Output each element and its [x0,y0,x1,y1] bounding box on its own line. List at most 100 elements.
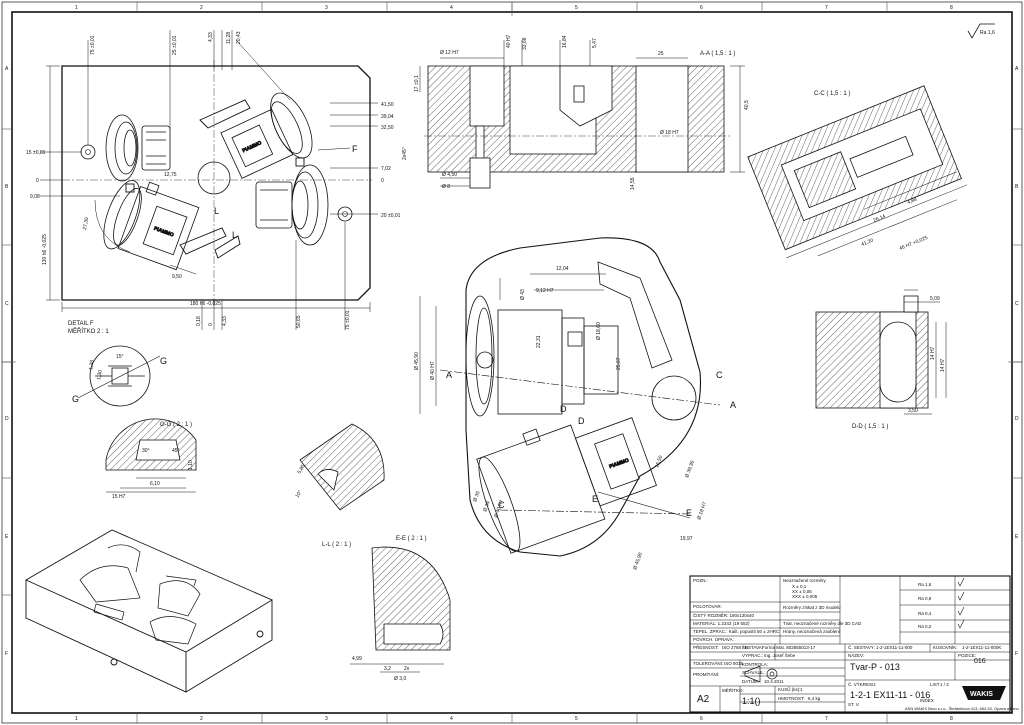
tb-nazev: Tvar-P - 013 [850,662,900,672]
tb-meritko: 1:1() [742,696,761,706]
dim-ee-4-99: 4,99 [352,656,362,662]
zone-top-7: 7 [825,5,828,11]
tb-presnost-label: PŘESNOST: [693,643,719,650]
dim-plan-25: 25 ±0,01 [172,35,178,55]
dim-aa-12: Ø 12 H7 [440,50,459,56]
isometric-view [25,529,273,693]
dim-plan-180: 180 h6 -0,025 [190,301,221,307]
tb-vypracoval-label: VYPRAC.: [742,653,763,658]
tb-kontrola: KONTROLA: [742,662,768,667]
tb-povrch: POVRCH. ÚPRAVA: [693,636,734,642]
tb-c-sestavy-label: Č. SESTAVY: [848,644,875,650]
dim-main-19-97: 19,97 [680,536,693,542]
zone-top-2: 2 [200,5,203,11]
zone-bottom-1: 1 [75,716,78,722]
zone-left-c: C [5,301,9,307]
dim-plan-9-50: 9,50 [172,274,182,280]
dim-main-45-90: Ø 45,90 [414,352,420,370]
tb-tol-c: XXX ± 0,005 [792,594,818,599]
dim-cc-26-14: 26,14 [873,214,887,224]
tb-pozn: POZN.: [693,578,708,583]
dim-gg-15-h7: 15 H7 [112,494,126,500]
tb-kusu: 1 [800,687,803,692]
dim-main-35: Ø 35 [472,490,481,502]
zone-right-e: E [1015,534,1019,540]
dim-gg-30: 30° [142,448,150,454]
tb-neoznacene: Neoznačené rozměry [783,578,827,583]
detail-f: DETAIL F MĚŘÍTKO 2 : 1 1,38 1,30 15° G G [68,321,167,407]
dim-main-34: Ø 34 [482,500,491,512]
ee-title: E-E ( 2 : 1 ) [396,536,427,542]
title-block: POZN.: POLOTOVAR: ČISTÝ ROZMĚR: 180x130x… [689,575,1019,713]
section-c-c: C-C ( 1,5 : 1 ) 4,88 26,14 41,20 46 H7 +… [747,85,968,259]
roughness-label: Ra 1,6 [980,30,995,36]
marker-e-2: E [686,508,692,518]
ll-title: L-L ( 2 : 1 ) [322,542,351,548]
dim-aa-5-47: 5,47 [592,38,598,48]
zone-top-5: 5 [575,5,578,11]
marker-a-right: A [730,400,736,410]
zone-top-4: 4 [450,5,453,11]
tb-list: 1 / 2 [940,682,949,687]
dim-plan-75-top: 75 ±0,01 [90,35,96,55]
dim-main-9-12: 9,12 H7 [536,288,554,294]
dim-main-15-50: 15,50 [654,455,664,469]
dim-gg-6-10: 6,10 [150,481,160,487]
dim-aa-4-50: Ø 4,50 [442,172,457,178]
dim-ll-5-85: 5,85 [297,463,307,475]
zone-top-8: 8 [950,5,953,11]
zone-left-d: D [5,416,9,422]
tb-format: A2 [697,694,710,705]
tb-tepel: TEPEL. ZPRAC.: Kalit, popustit 50 ± 2HRC [693,629,780,634]
tb-promitani: PROMÍTÁNÍ: [693,671,719,677]
tb-rozmery-3d: Rozměry získat z 3D modelu [783,605,841,610]
marker-d-2: D [578,416,585,426]
zone-right-d: D [1015,416,1019,422]
dim-aa-14-55: 14,55 [630,177,636,190]
tb-logo: WAKIS [970,691,993,698]
dim-aa-33-68: 33,68 [522,37,528,50]
tb-index: INDEX [920,698,934,703]
tb-polotovar: POLOTOVAR: [693,604,722,609]
dim-aa-25: 25 [658,51,664,57]
tb-r4: Ra 0,2 [918,624,932,629]
dim-plan-75-bottom: 75 ±0,01 [345,310,351,330]
tb-c-vykresu: 1-2-1 EX11-11 - 016 [850,690,930,700]
dim-plan-32-50: 32,50 [381,125,394,131]
cc-title: C-C ( 1,5 : 1 ) [814,91,850,97]
tb-hrany: Hrany, neoznačená zaoblení [783,629,841,634]
plan-view: PIAMMO PIAMMO [26,30,401,330]
tb-tol-b: XX ± 0,05 [792,589,812,594]
zone-bottom-5: 5 [575,716,578,722]
tb-datum: 10.4.2011 [764,679,784,684]
svg-text:PIAMMO: PIAMMO [241,140,262,154]
tb-list-label: LIST [930,682,940,687]
zone-top-3: 3 [325,5,328,11]
zone-right-f: F [1015,651,1018,657]
tb-hmotnost: 8,4 kg [808,696,821,701]
dim-ee-3-2: 3,2 [384,666,391,672]
dim-plan-0-18: 0,18 [196,316,202,326]
dim-main-40-h7: Ø 40 H7 [430,361,436,380]
dd-title: D-D ( 1,5 : 1 ) [852,424,888,430]
tb-c-vykresu-label: Č. VÝKRESU: [848,681,877,687]
zone-left-b: B [5,184,9,190]
zone-bottom-7: 7 [825,716,828,722]
company-logo: WAKIS [962,686,1006,700]
zone-bottom-6: 6 [700,716,703,722]
dim-detail-1-38: 1,38 [88,360,96,371]
dim-main-39-36: Ø 39,36 [684,460,696,479]
dim-plan-4-33b: 4,33 [222,316,228,326]
zone-bottom-4: 4 [450,716,453,722]
marker-a-left: A [446,370,452,380]
zone-labels-top: 1 2 3 4 5 6 7 8 1 2 3 4 5 6 7 8 A B C D … [5,5,1019,722]
svg-text:PIAMMO: PIAMMO [153,226,174,239]
zone-bottom-2: 2 [200,716,203,722]
tb-c-sestavy: 1-2-1EX11-11-000 [876,645,913,650]
dim-main-45-90b: Ø 45,90 [632,552,644,571]
marker-l-2: L [232,230,237,240]
dim-aa-2x45: 2x45° [402,147,408,160]
section-l-l: 5,85 10° L-L ( 2 : 1 ) [295,423,385,548]
